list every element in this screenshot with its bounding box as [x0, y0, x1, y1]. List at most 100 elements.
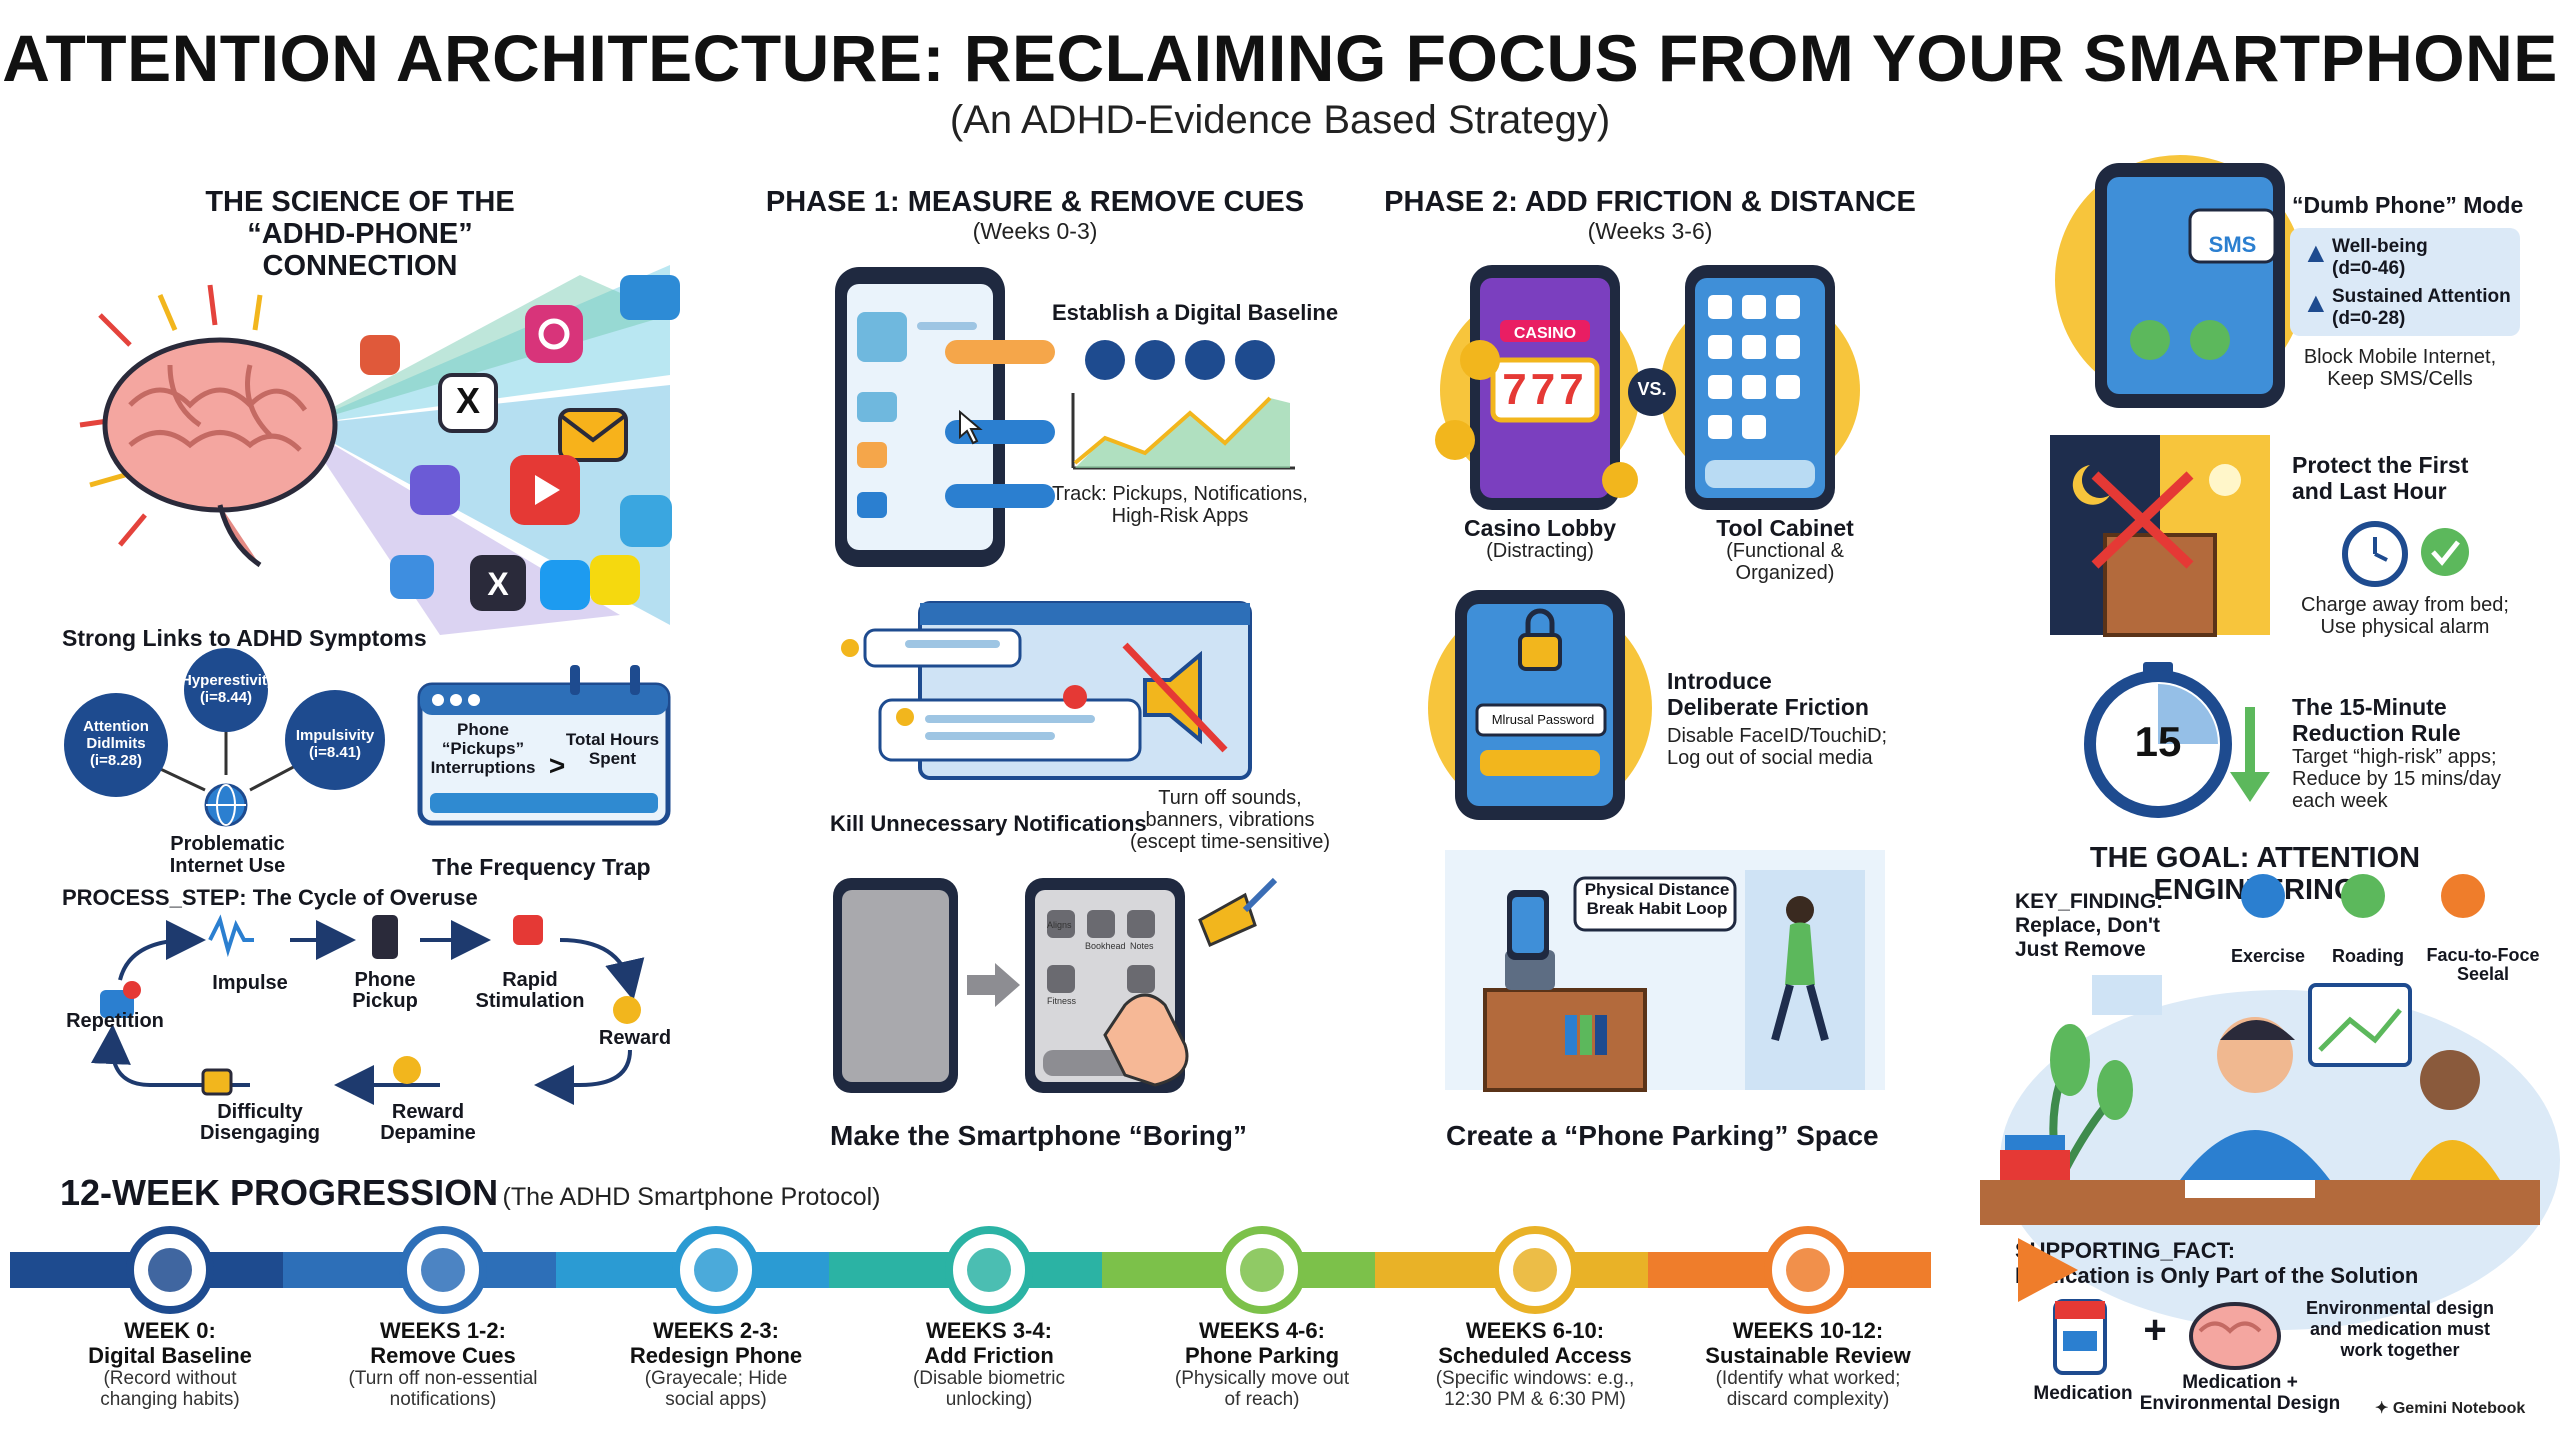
step-desc: (Identify what worked; discard complexit… — [1715, 1368, 1901, 1410]
cursor-icon — [959, 409, 983, 445]
impulsivity-bubble — [285, 690, 385, 790]
person-talking-icon — [2420, 1050, 2480, 1110]
step-name: Add Friction — [924, 1343, 1054, 1368]
parking-title: Create a “Phone Parking” Space — [1446, 1120, 1879, 1151]
alert-app-icon — [360, 335, 400, 375]
brand-text: Gemini Notebook — [2392, 1400, 2526, 1417]
phase1-weeks: (Weeks 0-3) — [972, 218, 1098, 244]
social-label: Facu-to-Foce Seelal — [2426, 945, 2540, 984]
cycle-of-overuse-diagram — [90, 914, 645, 1105]
step-week: WEEKS 10-12: — [1732, 1318, 1884, 1343]
speaker-app-icon — [390, 555, 434, 599]
dumb-phone-illustration — [2055, 155, 2305, 408]
twitter-bird-icon — [540, 560, 590, 610]
cycle-rapid: Rapid Stimulation — [475, 969, 585, 1012]
app-label-notes: Notes — [1130, 941, 1154, 951]
password-field-label: Mlrusal Password — [1491, 712, 1595, 727]
magnifier-icon — [148, 1248, 192, 1292]
up-arrow-icon-2: ▲ — [2302, 287, 2330, 318]
step-name: Scheduled Access — [1438, 1343, 1632, 1368]
timeline-arrowhead — [2018, 1238, 2078, 1302]
reading-label: Roading — [2332, 946, 2404, 966]
effect-size-card — [2290, 228, 2520, 336]
total-hours-label: Total Hours Spent — [565, 730, 660, 768]
progression-subtitle: (The ADHD Smartphone Protocol) — [502, 1183, 881, 1211]
page-title: ATTENTION ARCHITECTURE: RECLAIMING FOCUS… — [2, 21, 2558, 95]
impulse-wave-icon — [208, 914, 254, 958]
medication-brain-icons — [2053, 1299, 2281, 1375]
step-week: WEEKS 6-10: — [1465, 1318, 1605, 1343]
sync-icon — [1185, 340, 1225, 380]
attention-label: Attention Didlmits (i=8.28) — [83, 718, 149, 769]
science-title-line1: THE SCIENCE OF THE — [205, 186, 515, 218]
check-icon — [2421, 528, 2469, 576]
sms-bubble — [2188, 208, 2277, 264]
attention-bubble — [64, 693, 168, 797]
boring-title: Make the Smartphone “Boring” — [830, 1120, 1247, 1151]
nightstand-icon — [2103, 533, 2217, 637]
hyperactivity-bubble — [184, 648, 268, 732]
brain-icon — [102, 337, 338, 568]
x-logo-icon-2 — [470, 555, 526, 611]
friction-title: Introduce Deliberate Friction — [1667, 668, 1869, 720]
padlock-icon — [1518, 633, 1562, 671]
dopamine-icon — [393, 1056, 421, 1084]
med-env-label: Medication + Environmental Design — [2139, 1372, 2341, 1414]
problematic-label: Problematic Internet Use — [169, 833, 286, 877]
step-desc: (Physically move out of reach) — [1174, 1368, 1350, 1410]
chat-icon — [620, 275, 680, 320]
step-name: Phone Parking — [1184, 1343, 1340, 1368]
progression-step: WEEKS 6-10:Scheduled Access(Specific win… — [1400, 1318, 1670, 1410]
frequency-trap-window: > — [417, 665, 671, 826]
svg-text:>: > — [549, 750, 565, 781]
hand-icon — [1103, 993, 1189, 1087]
protect-desc: Charge away from bed; Use physical alarm — [2301, 594, 2509, 638]
exercise-label: Exercise — [2230, 946, 2306, 966]
cycle-title: PROCESS_STEP: The Cycle of Overuse — [62, 885, 478, 910]
bar-chart-icon — [1135, 340, 1175, 380]
vs-label: VS. — [1637, 379, 1667, 399]
exercise-icon — [2241, 874, 2285, 918]
call-icon — [2130, 320, 2170, 360]
notification-pill — [945, 484, 1055, 508]
step-name: Sustainable Review — [1705, 1343, 1911, 1368]
sustained-stat: Sustained Attention (d=0-28) — [2332, 286, 2511, 329]
clock-icon — [1513, 1248, 1557, 1292]
boring-phone-illustration — [833, 877, 1278, 1093]
mute-icon — [421, 1248, 465, 1292]
friction-desc: Disable FaceID/TouchiD; Log out of socia… — [1667, 725, 1888, 769]
phone-pickup-icon — [372, 915, 398, 959]
cycle-reward: Reward — [598, 1027, 672, 1049]
cycle-dopamine: Reward Depamine — [380, 1101, 476, 1144]
step-week: WEEKS 4-6: — [1199, 1318, 1325, 1343]
up-arrow-icon: ▲ — [2302, 237, 2330, 268]
casino-vs-tool-illustration — [1435, 265, 1860, 510]
speech-bubble — [1573, 876, 1737, 932]
notif-desc: Turn off sounds, banners, vibrations (es… — [1129, 787, 1331, 853]
baseline-chart-illustration — [1071, 340, 1295, 470]
messenger-icon — [410, 465, 460, 515]
svg-text:X: X — [487, 566, 509, 602]
progression-step: WEEKS 2-3:Redesign Phone(Grayecale; Hide… — [581, 1318, 851, 1410]
coin-icon-3 — [1602, 462, 1638, 498]
impulsivity-label: Impulsivity (i=8.41) — [295, 727, 375, 761]
person-walking-icon — [1786, 896, 1814, 924]
svg-text:X: X — [456, 380, 480, 421]
x-logo-icon — [438, 373, 498, 433]
friction-phone-illustration — [1428, 590, 1652, 820]
bell-icon-2 — [896, 708, 914, 726]
alarm-check-icons — [2342, 521, 2469, 587]
step-week: WEEKS 2-3: — [653, 1318, 779, 1343]
repetition-chat-icon — [100, 990, 134, 1018]
parking-bubble-text: Physical Distance Break Habit Loop — [1584, 880, 1730, 918]
step-desc: (Grayecale; Hide social apps) — [644, 1368, 788, 1410]
step-name: Digital Baseline — [88, 1343, 252, 1368]
down-arrow-icon — [2230, 707, 2270, 802]
cycle-repetition: Repetition — [66, 1010, 164, 1032]
mail-icon — [558, 408, 628, 462]
coin-icon-2 — [1435, 420, 1475, 460]
palette-icon — [694, 1248, 738, 1292]
cycle-difficulty: Difficulty Disengaging — [199, 1101, 320, 1144]
pickups-label: Phone “Pickups” Interruptions — [430, 720, 536, 777]
hyperactivity-label: Hyperestivity (i=8.44) — [181, 672, 276, 706]
